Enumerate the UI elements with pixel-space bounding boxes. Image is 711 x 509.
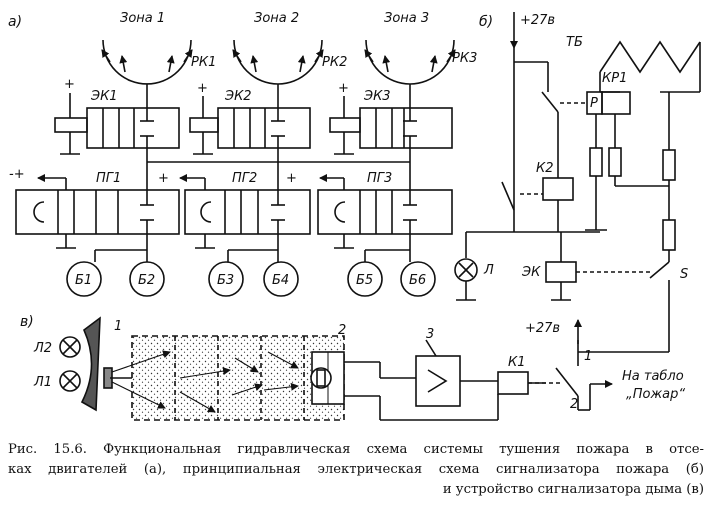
- bottle-b5: [347, 261, 383, 297]
- bottle-b6-label: Б6: [409, 273, 426, 288]
- lamp-label: Л: [483, 263, 494, 278]
- plus-pg2: +: [286, 171, 297, 186]
- bottle-b3-label: Б3: [217, 273, 234, 288]
- part-c-smoke-detector: в): [20, 314, 613, 421]
- bottle-b4: [263, 261, 299, 297]
- k1-label: К1: [508, 355, 526, 370]
- zone-2-label: Зона 2: [254, 11, 299, 26]
- minus-plus-pg1: -+: [9, 167, 25, 182]
- ek-label: ЭК: [521, 265, 541, 280]
- bottle-b1: [66, 261, 102, 297]
- caption-line-3: и устройство сигнализатора дыма (в): [442, 482, 704, 497]
- plus-ek2: +: [197, 81, 208, 96]
- valve-ek1-label: ЭК1: [90, 89, 118, 104]
- zone-3-label: Зона 3: [384, 11, 429, 26]
- supply-b-label: +27в: [520, 13, 555, 28]
- zone-1-nozzle: [101, 39, 193, 108]
- bottle-b1-label: Б1: [75, 273, 92, 288]
- relay-rk2-label: РК2: [322, 55, 347, 70]
- bottle-b5-label: Б5: [356, 273, 373, 288]
- part-b-tag: б): [479, 14, 493, 30]
- plus-ek3: +: [338, 81, 349, 96]
- part-c-tag: в): [20, 314, 34, 330]
- zone-2-nozzle: [232, 39, 324, 108]
- marker-3-label: 3: [426, 327, 434, 342]
- k2-label: К2: [536, 161, 554, 176]
- relay-rk3-label: РК3: [452, 51, 477, 66]
- part-a-tag: а): [8, 14, 22, 30]
- zone-1-label: Зона 1: [120, 11, 165, 26]
- valve-pg2: [179, 174, 311, 249]
- caption-line-2: ках двигателей (а), принципиальная элект…: [8, 462, 704, 477]
- marker-1-label: 1: [114, 319, 122, 334]
- bottles: [66, 234, 436, 297]
- relay-rk1-label: РК1: [191, 55, 216, 70]
- caption-line-1: Рис. 15.6. Функциональная гидравлическая…: [8, 442, 704, 457]
- valve-ek3-label: ЭК3: [363, 89, 391, 104]
- bottle-b6: [400, 261, 436, 297]
- marker-2-label: 2: [338, 323, 346, 338]
- to-panel-label-1: На табло: [622, 369, 684, 384]
- s-label: S: [680, 267, 688, 282]
- valve-ek2-label: ЭК2: [224, 89, 252, 104]
- switch-2-label: 2: [570, 397, 578, 412]
- labels: Зона 1 Зона 2 Зона 3 РК1 РК2 РК3 ЭК1 ЭК2…: [9, 11, 688, 412]
- part-a-hydraulic-scheme: а): [8, 14, 456, 297]
- kr1-label: КР1: [602, 71, 627, 86]
- valve-ek2: [189, 96, 311, 155]
- part-b-electric-scheme: б): [454, 12, 701, 353]
- figure-diagram: а): [8, 11, 701, 421]
- plus-pg1: +: [158, 171, 169, 186]
- valve-pg3-label: ПГ3: [367, 171, 392, 186]
- bottle-b3: [208, 261, 244, 297]
- l2-label: Л2: [33, 341, 52, 356]
- figure-caption: Рис. 15.6. Функциональная гидравлическая…: [8, 440, 704, 500]
- p-label: Р: [590, 96, 598, 111]
- bottle-b2: [129, 261, 165, 297]
- bottle-b2-label: Б2: [138, 273, 155, 288]
- bottle-b4-label: Б4: [272, 273, 289, 288]
- valve-pg1: [15, 174, 180, 249]
- tb-label: ТБ: [566, 35, 583, 50]
- valve-ek1: [54, 93, 180, 155]
- supply-c-label: +27в: [525, 321, 560, 336]
- valve-pg2-label: ПГ2: [232, 171, 257, 186]
- plus-ek1: +: [64, 77, 75, 92]
- zone-3-nozzle: [364, 39, 456, 108]
- valve-pg3: [317, 174, 453, 249]
- switch-1-label: 1: [584, 349, 592, 364]
- valve-ek3: [329, 96, 453, 155]
- l1-label: Л1: [33, 375, 52, 390]
- to-panel-label-2: „Пожар“: [626, 387, 685, 402]
- valve-pg1-label: ПГ1: [96, 171, 121, 186]
